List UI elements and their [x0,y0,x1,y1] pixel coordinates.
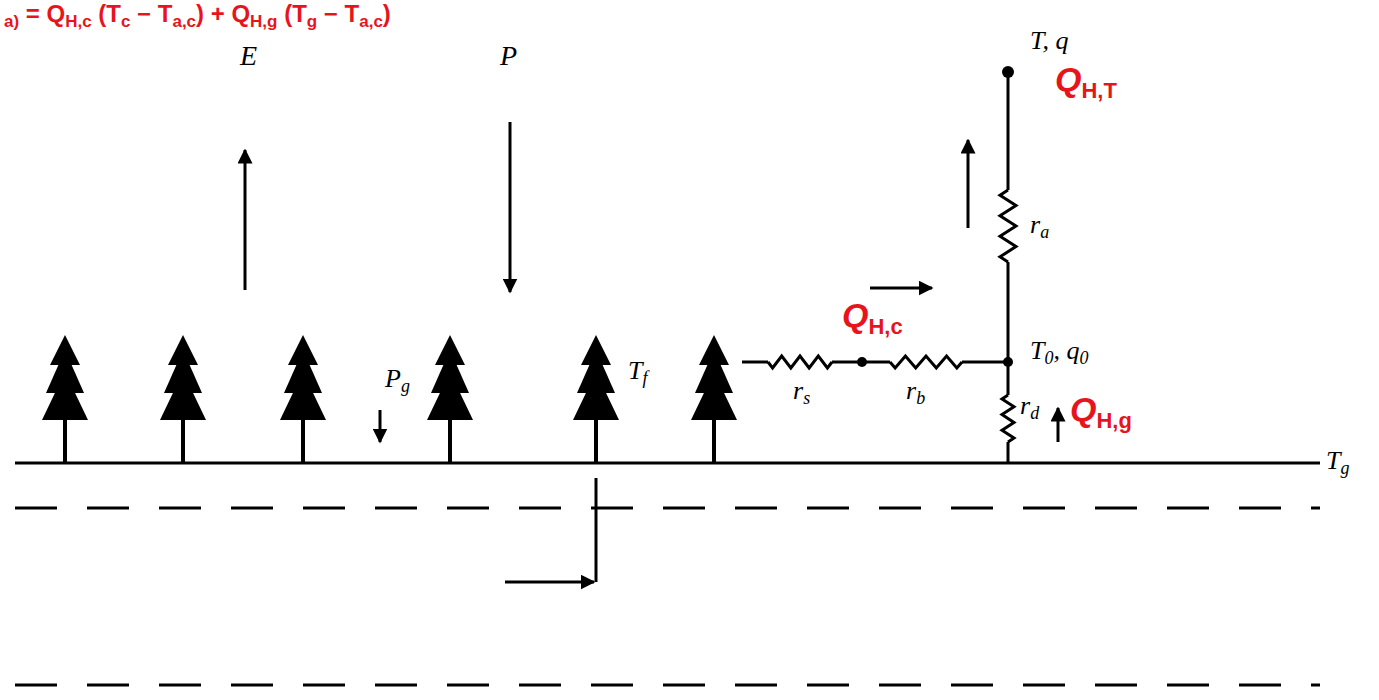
label-text: ) + Q [196,0,250,27]
evaporation-label: E [240,42,257,70]
label-text: ) [383,0,391,27]
network-node-dot [1002,66,1014,78]
canopy-air-variable-label: T0, q0 [1030,338,1088,367]
subscript-text: a) [4,12,19,31]
tree-crown [160,372,206,420]
resistance-label: rb [906,378,925,407]
resistance-label: rs [793,378,810,407]
label-text: (T [92,0,121,27]
soil-layer-boundary [15,684,1320,687]
label-text: Q [1055,60,1081,98]
tree-crown [280,372,326,420]
label-text: Q [1070,390,1096,428]
subscript-text: a,c [172,12,196,31]
tree-crown [427,372,473,420]
label-text: = Q [19,0,65,27]
resistor-rd [1002,395,1014,442]
subscript-text: a,c [359,12,383,31]
subscript-text: H,g [1096,408,1131,433]
subscript-text: s [803,388,810,408]
label-text: T [1030,336,1044,365]
resistor-rb [890,356,962,368]
label-text: r [793,376,803,405]
label-text: P [385,364,401,393]
tree-crown [691,372,737,420]
subscript-text: 0 [1079,348,1088,368]
flux-arrow-up [1057,408,1060,442]
network-wire [1007,442,1010,463]
precipitation-arrow [509,122,512,292]
flux-arrow-right [870,287,932,290]
subscript-text: c [121,12,130,31]
subscript-text: H,T [1081,78,1116,103]
subscript-text: f [642,368,647,388]
subscript-text: H,c [65,12,91,31]
label-text: E [240,40,257,71]
label-text: − T [130,0,172,27]
precipitation-label: P [500,42,517,70]
tree-crown [42,372,88,420]
subscript-text: H,g [250,12,277,31]
tree-crown [573,372,619,420]
foliage-temperature-label: Tf [628,358,647,387]
network-node-dot [1003,357,1013,367]
label-text: (T [277,0,306,27]
label-text: T [1326,446,1340,475]
subscript-text: b [916,388,925,408]
label-text: r [1020,391,1030,420]
network-wire [1007,72,1010,190]
network-node-dot [857,357,867,367]
flux-label: QH,c [842,298,903,338]
subscript-text: d [1030,403,1039,423]
evaporation-arrow [244,150,247,290]
label-text: r [1030,210,1040,239]
subscript-text: g [307,12,317,31]
subscript-text: 0 [1044,348,1053,368]
label-text: r [906,376,916,405]
label-text: P [500,40,517,71]
resistance-label: rd [1020,393,1039,422]
label-text: T, q [1030,26,1069,55]
flux-arrow-up [967,140,970,228]
ground-temperature-label: Tg [1326,448,1349,477]
label-text: Q [842,296,868,334]
flux-equation: a) = QH,c (Tc − Ta,c) + QH,g (Tg − Ta,c) [4,2,391,30]
drainage-line [595,478,598,582]
ground-surface-line [15,462,1320,465]
network-wire [1007,262,1010,395]
subscript-text: g [1340,458,1349,478]
subscript-text: g [401,376,410,396]
label-text: , q [1053,336,1079,365]
ground-precipitation-label: Pg [385,366,410,395]
label-text: T [628,356,642,385]
drainage-arrow [505,581,594,584]
subscript-text: H,c [868,314,902,339]
resistor-ra [1000,190,1016,262]
flux-label: QH,T [1055,62,1117,102]
subscript-text: a [1040,222,1049,242]
ground-precipitation-arrow [379,410,382,442]
resistance-label: ra [1030,212,1049,241]
network-wire [962,361,1008,364]
flux-label: QH,g [1070,392,1132,432]
label-text: − T [317,0,359,27]
network-wire [742,361,768,364]
soil-layer-boundary [15,507,1320,510]
atmosphere-variable-label: T, q [1030,28,1069,54]
resistor-rs [768,356,832,368]
